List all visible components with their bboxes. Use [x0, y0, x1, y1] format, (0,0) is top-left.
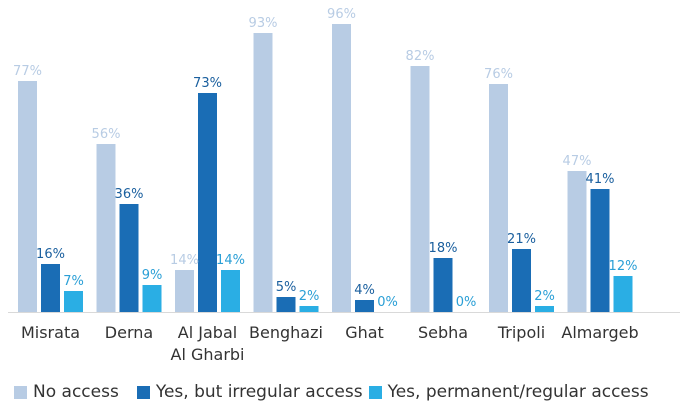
value-label-almargeb-yes-but-irregular-access: 41% — [586, 172, 615, 187]
value-label-ghat-yes-but-irregular-access: 4% — [354, 283, 375, 298]
value-label-derna-yes-but-irregular-access: 36% — [115, 187, 144, 202]
bar-benghazi-yes-permanent-regular-access — [299, 306, 319, 312]
value-label-tripoli-yes-permanent-regular-access: 2% — [534, 289, 555, 304]
value-label-misrata-no-access: 77% — [13, 64, 42, 79]
bar-misrata-no-access — [18, 81, 37, 312]
value-label-al-jabal-al-gharbi-no-access: 14% — [170, 253, 199, 268]
legend-label: Yes, but irregular access — [155, 382, 363, 402]
value-label-al-jabal-al-gharbi-yes-permanent-regular-access: 14% — [216, 253, 245, 268]
category-label-derna: Derna — [105, 323, 153, 342]
bar-benghazi-no-access — [253, 33, 273, 312]
value-labels-group: 77%16%7%56%36%9%14%73%14%93%5%2%96%4%0%8… — [13, 7, 637, 310]
value-label-tripoli-yes-but-irregular-access: 21% — [507, 232, 536, 247]
value-label-sebha-no-access: 82% — [406, 49, 435, 64]
legend-item-regular-access: Yes, permanent/regular access — [368, 382, 649, 402]
bar-tripoli-no-access — [489, 84, 508, 312]
value-label-benghazi-yes-but-irregular-access: 5% — [276, 280, 297, 295]
bar-tripoli-yes-but-irregular-access — [512, 249, 531, 312]
value-label-sebha-yes-but-irregular-access: 18% — [429, 241, 458, 256]
category-label-tripoli: Tripoli — [497, 323, 545, 342]
value-label-derna-no-access: 56% — [92, 127, 121, 142]
bar-misrata-yes-but-irregular-access — [41, 264, 60, 312]
bar-ghat-no-access — [332, 24, 351, 312]
value-label-ghat-no-access: 96% — [327, 7, 356, 22]
bar-almargeb-yes-permanent-regular-access — [613, 276, 633, 312]
value-label-derna-yes-permanent-regular-access: 9% — [142, 268, 163, 283]
legend: No access Yes, but irregular access Yes,… — [14, 382, 653, 402]
legend-swatch — [368, 385, 382, 399]
bar-al-jabal-al-gharbi-yes-permanent-regular-access — [221, 270, 240, 312]
bar-almargeb-no-access — [567, 171, 587, 312]
bar-misrata-yes-permanent-regular-access — [64, 291, 83, 312]
bars-group — [18, 24, 633, 312]
bar-derna-yes-permanent-regular-access — [142, 285, 162, 312]
value-label-benghazi-yes-permanent-regular-access: 2% — [299, 289, 320, 304]
bar-tripoli-yes-permanent-regular-access — [535, 306, 554, 312]
bar-sebha-no-access — [410, 66, 430, 312]
legend-swatch — [14, 385, 27, 399]
bar-benghazi-yes-but-irregular-access — [276, 297, 296, 312]
category-label-sebha: Sebha — [418, 323, 468, 342]
category-label-ghat: Ghat — [345, 323, 384, 342]
bar-derna-yes-but-irregular-access — [119, 204, 139, 312]
bar-chart: 77%16%7%56%36%9%14%73%14%93%5%2%96%4%0%8… — [8, 7, 680, 364]
bar-sebha-yes-but-irregular-access — [433, 258, 453, 312]
bar-ghat-yes-but-irregular-access — [355, 300, 374, 312]
legend-item-no-access: No access — [14, 382, 119, 402]
bar-al-jabal-al-gharbi-yes-but-irregular-access — [198, 93, 217, 312]
value-label-almargeb-no-access: 47% — [563, 154, 592, 169]
bar-derna-no-access — [96, 144, 116, 312]
bar-al-jabal-al-gharbi-no-access — [175, 270, 194, 312]
value-label-misrata-yes-but-irregular-access: 16% — [36, 247, 65, 262]
category-label-almargeb: Almargeb — [561, 323, 638, 342]
legend-item-irregular-access: Yes, but irregular access — [136, 382, 363, 402]
value-label-almargeb-yes-permanent-regular-access: 12% — [609, 259, 638, 274]
value-label-misrata-yes-permanent-regular-access: 7% — [63, 274, 84, 289]
value-label-ghat-yes-permanent-regular-access: 0% — [377, 295, 398, 310]
category-label-benghazi: Benghazi — [249, 323, 323, 342]
category-label-misrata: Misrata — [21, 323, 80, 342]
legend-swatch — [136, 385, 150, 399]
legend-label: No access — [33, 382, 119, 402]
value-label-sebha-yes-permanent-regular-access: 0% — [456, 295, 477, 310]
value-label-tripoli-no-access: 76% — [484, 67, 513, 82]
value-label-al-jabal-al-gharbi-yes-but-irregular-access: 73% — [193, 76, 222, 91]
value-label-benghazi-no-access: 93% — [249, 16, 278, 31]
legend-label: Yes, permanent/regular access — [387, 382, 649, 402]
bar-almargeb-yes-but-irregular-access — [590, 189, 610, 312]
